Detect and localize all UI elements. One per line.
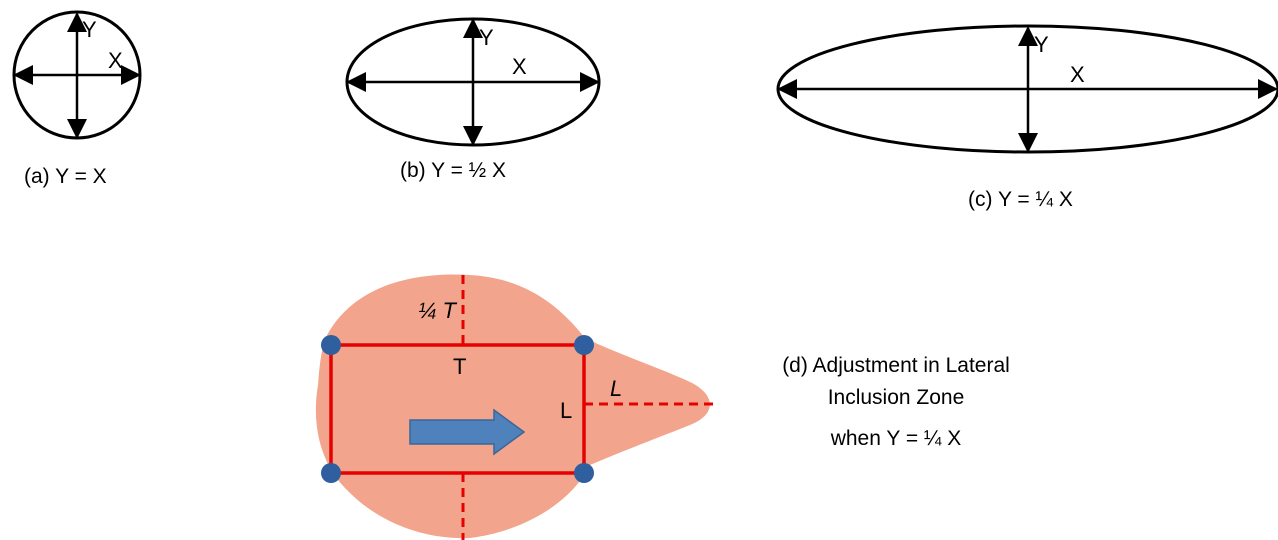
caption-c: (c) Y = ¼ X xyxy=(968,188,1073,211)
caption-a: (a) Y = X xyxy=(24,165,107,188)
t-label: T xyxy=(453,354,466,379)
inclusion-rectangle xyxy=(329,343,586,475)
panel-b: Y X (b) Y = ½ X xyxy=(345,17,601,182)
corner-dot-top-left xyxy=(321,335,341,355)
direction-arrow xyxy=(409,408,526,456)
l-ext-label: L xyxy=(610,376,622,401)
corner-dot-bottom-right xyxy=(574,463,594,483)
y-label: Y xyxy=(82,17,97,42)
panel-d: ¼ T T L L (d) Adjustment in Lateral Incl… xyxy=(315,274,1010,540)
caption-d-line1: (d) Adjustment in Lateral xyxy=(782,354,1010,377)
lateral-inclusion-zone xyxy=(315,274,710,539)
corner-dot-top-right xyxy=(574,335,594,355)
panel-c: Y X (c) Y = ¼ X xyxy=(776,24,1278,211)
x-label: X xyxy=(512,54,527,79)
caption-d-line2: Inclusion Zone xyxy=(828,386,965,409)
caption-b: (b) Y = ½ X xyxy=(400,159,506,182)
caption-d-line3: when Y = ¼ X xyxy=(830,427,962,450)
x-label: X xyxy=(1070,62,1085,87)
quarter-t-label: ¼ T xyxy=(418,298,457,323)
l-label: L xyxy=(560,398,572,423)
x-label: X xyxy=(108,48,123,73)
panel-a: Y X (a) Y = X xyxy=(12,10,142,188)
y-label: Y xyxy=(1034,32,1049,57)
y-label: Y xyxy=(479,25,494,50)
corner-dot-bottom-left xyxy=(321,463,341,483)
